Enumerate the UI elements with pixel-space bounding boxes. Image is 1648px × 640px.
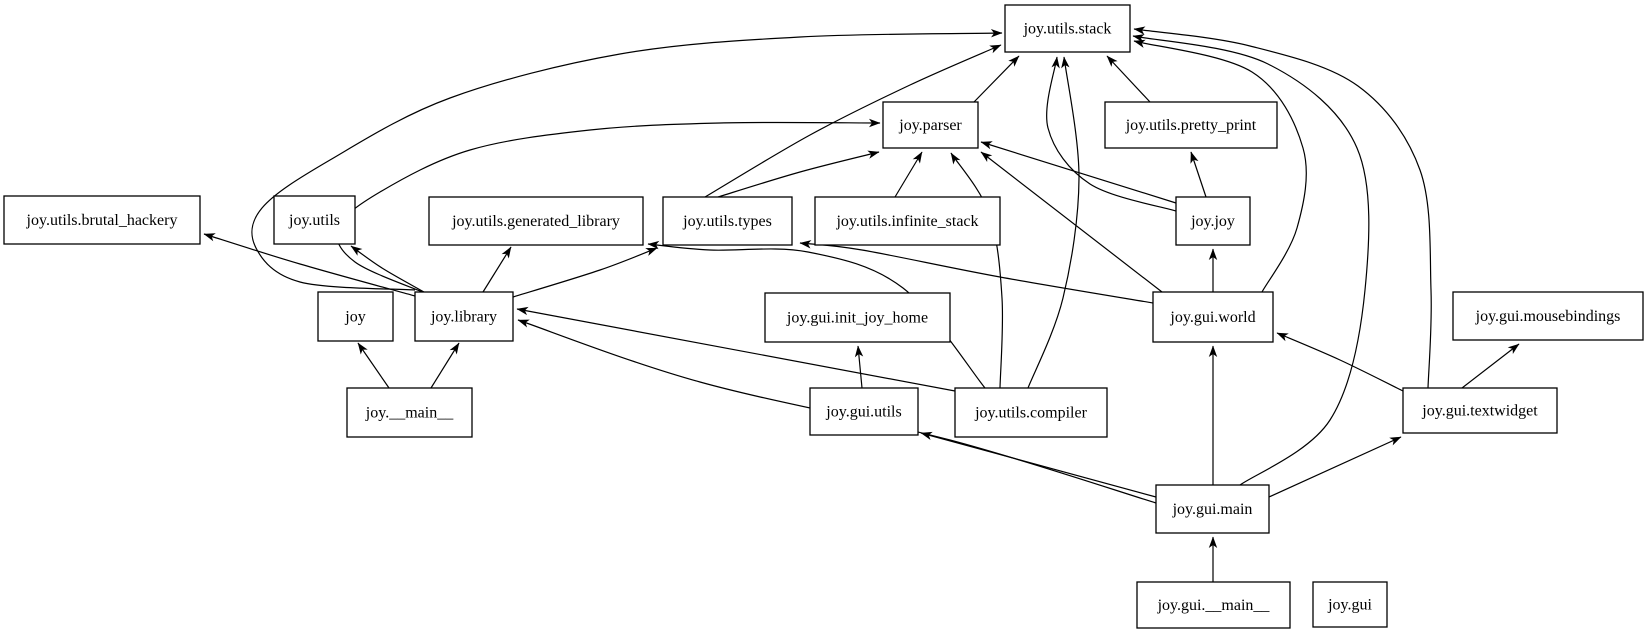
- edge-joy-main-to-joy: [357, 342, 390, 389]
- node-joy-gui: joy.gui: [1312, 581, 1388, 628]
- node-label-joy: joy: [344, 309, 365, 326]
- node-box-joy-gui: [1312, 581, 1388, 628]
- node-box-joy-library: [414, 291, 514, 342]
- edges-layer: [203, 26, 1520, 582]
- edge-joy-utils-compiler-to-joy-utils-stack: [1027, 56, 1080, 389]
- node-joy-gui-init-joy-home: joy.gui.init_joy_home: [764, 292, 951, 343]
- node-box-joy-utils-generated-library: [428, 196, 644, 246]
- node-joy-utils-types: joy.utils.types: [662, 196, 793, 246]
- node-label-joy-utils-stack: joy.utils.stack: [1023, 21, 1112, 38]
- node-joy-library: joy.library: [414, 291, 514, 342]
- node-label-joy-main: joy.__main__: [365, 405, 454, 422]
- edge-joy-gui-world-to-joy-utils-types: [799, 240, 1154, 304]
- nodes-layer: joy.utils.stack joy.parser joy.utils.prett…: [3, 4, 1644, 629]
- edge-joy-gui-main-to-joy-utils-stack: [1132, 34, 1370, 486]
- edge-joy-library-to-joy-utils-stack: [251, 29, 1003, 291]
- node-label-joy-gui-textwidget: joy.gui.textwidget: [1421, 403, 1538, 420]
- node-joy-parser: joy.parser: [882, 101, 979, 149]
- node-box-joy-utils-pretty-print: [1104, 101, 1278, 149]
- edge-joy-gui-world-to-joy-parser: [980, 151, 1163, 293]
- node-joy: joy: [317, 291, 394, 342]
- node-label-joy-gui-utils: joy.gui.utils: [825, 404, 901, 421]
- node-joy-gui-main: joy.gui.__main__: [1136, 581, 1291, 629]
- node-joy-gui-mousebindings: joy.gui.mousebindings: [1452, 291, 1644, 341]
- node-box-joy-utils-infinite-stack: [814, 196, 1001, 246]
- node-joy-utils-stack: joy.utils.stack: [1004, 4, 1131, 53]
- node-label-joy-gui-main: joy.gui.main: [1172, 501, 1253, 518]
- node-label-joy-utils-brutal-hackery: joy.utils.brutal_hackery: [26, 212, 178, 229]
- node-joy-gui-main: joy.gui.main: [1155, 484, 1270, 534]
- edge-joy-library-to-joy-parser: [336, 118, 881, 294]
- node-box-joy-gui-textwidget: [1402, 387, 1558, 434]
- node-box-joy-utils: [273, 195, 356, 245]
- node-label-joy-library: joy.library: [430, 309, 497, 326]
- node-joy-utils: joy.utils: [273, 195, 356, 245]
- node-box-joy-gui-main: [1136, 581, 1291, 629]
- node-joy-utils-compiler: joy.utils.compiler: [954, 387, 1108, 438]
- edge-joy-gui-main-to-joy-gui-textwidget: [1268, 436, 1402, 498]
- node-label-joy-utils-compiler: joy.utils.compiler: [974, 405, 1088, 422]
- edge-joy-utils-pretty-print-to-joy-utils-stack: [1106, 55, 1151, 103]
- node-joy-gui-world: joy.gui.world: [1152, 291, 1274, 343]
- node-box-joy-utils-compiler: [954, 387, 1108, 438]
- node-label-joy-gui-main: joy.gui.__main__: [1157, 597, 1271, 614]
- node-box-joy-utils-brutal-hackery: [3, 195, 201, 245]
- node-label-joy-gui: joy.gui: [1327, 597, 1372, 614]
- edge-joy-library-to-joy-utils-generated-library: [482, 246, 512, 293]
- node-label-joy-utils: joy.utils: [288, 212, 340, 229]
- edge-joy-gui-textwidget-to-joy-gui-world: [1276, 332, 1404, 392]
- edge-joy-gui-textwidget-to-joy-gui-mousebindings: [1461, 343, 1520, 389]
- node-box-joy-utils-stack: [1004, 4, 1131, 53]
- node-joy-utils-infinite-stack: joy.utils.infinite_stack: [814, 196, 1001, 246]
- edge-joy-utils-infinite-stack-to-joy-parser: [894, 151, 923, 198]
- node-joy-joy: joy.joy: [1175, 196, 1251, 246]
- edge-joy-library-to-joy-utils-types: [512, 247, 658, 298]
- node-label-joy-utils-pretty-print: joy.utils.pretty_print: [1125, 117, 1257, 134]
- edge-joy-library-to-joy-utils: [350, 245, 425, 293]
- edge-joy-utils-compiler-to-joy-parser: [950, 152, 1004, 389]
- edge-joy-main-to-joy-library: [430, 342, 460, 389]
- node-label-joy-utils-infinite-stack: joy.utils.infinite_stack: [835, 213, 978, 230]
- node-joy-main: joy.__main__: [346, 387, 473, 438]
- node-label-joy-utils-generated-library: joy.utils.generated_library: [451, 213, 620, 230]
- node-label-joy-parser: joy.parser: [898, 117, 962, 134]
- node-box-joy-parser: [882, 101, 979, 149]
- node-label-joy-utils-types: joy.utils.types: [682, 213, 772, 230]
- node-label-joy-gui-world: joy.gui.world: [1169, 309, 1255, 326]
- node-box-joy-gui-main: [1155, 484, 1270, 534]
- node-box-joy-utils-types: [662, 196, 793, 246]
- edge-joy-parser-to-joy-utils-stack: [973, 55, 1020, 103]
- node-joy-gui-textwidget: joy.gui.textwidget: [1402, 387, 1558, 434]
- node-box-joy: [317, 291, 394, 342]
- edge-joy-gui-world-to-joy-utils-stack: [1133, 39, 1307, 293]
- edge-joy-utils-types-to-joy-utils-stack: [704, 44, 1002, 198]
- node-joy-utils-brutal-hackery: joy.utils.brutal_hackery: [3, 195, 201, 245]
- edge-joy-joy-to-joy-utils-stack: [1046, 56, 1177, 212]
- edge-joy-gui-textwidget-to-joy-utils-stack: [1133, 26, 1432, 389]
- edge-joy-utils-compiler-to-joy-library: [516, 306, 956, 392]
- node-box-joy-joy: [1175, 196, 1251, 246]
- edge-joy-gui-utils-to-joy-gui-init-joy-home: [854, 345, 864, 389]
- edge-joy-utils-types-to-joy-parser: [717, 150, 880, 198]
- node-label-joy-gui-init-joy-home: joy.gui.init_joy_home: [786, 310, 928, 327]
- edge-joy-gui-main-to-joy-gui-utils: [920, 431, 1157, 498]
- edge-joy-joy-to-joy-utils-pretty-print: [1190, 151, 1207, 198]
- node-label-joy-gui-mousebindings: joy.gui.mousebindings: [1475, 308, 1621, 325]
- node-joy-gui-utils: joy.gui.utils: [809, 387, 919, 436]
- node-joy-utils-generated-library: joy.utils.generated_library: [428, 196, 644, 246]
- node-label-joy-joy: joy.joy: [1190, 213, 1235, 230]
- node-box-joy-gui-world: [1152, 291, 1274, 343]
- node-box-joy-main: [346, 387, 473, 438]
- node-box-joy-gui-mousebindings: [1452, 291, 1644, 341]
- node-box-joy-gui-init-joy-home: [764, 292, 951, 343]
- node-joy-utils-pretty-print: joy.utils.pretty_print: [1104, 101, 1278, 149]
- node-box-joy-gui-utils: [809, 387, 919, 436]
